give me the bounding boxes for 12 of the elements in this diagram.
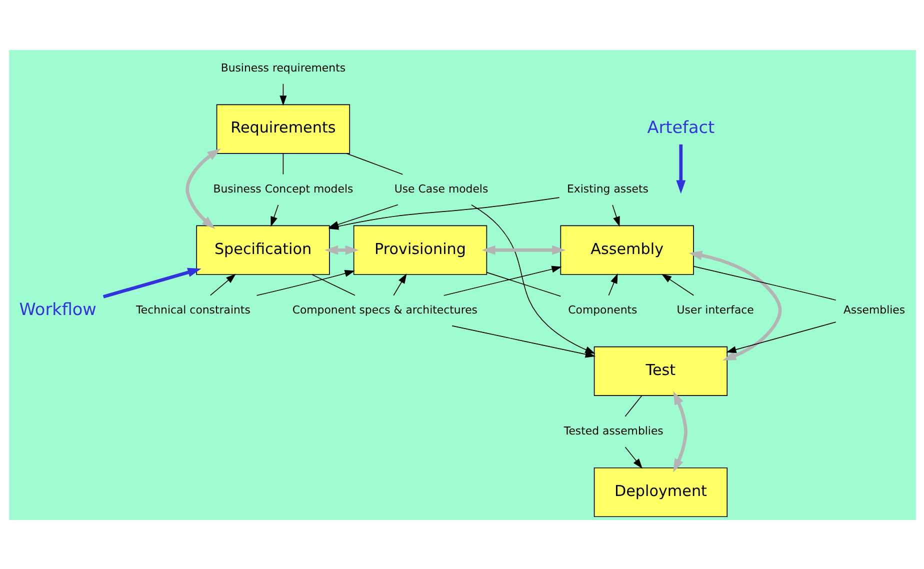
node-text: User interface — [676, 303, 754, 316]
node-text: Tested assemblies — [563, 424, 663, 438]
node-text: Assemblies — [842, 303, 905, 316]
node-text: Artefact — [646, 116, 714, 137]
node-text: Business Concept models — [212, 182, 353, 195]
node-text: Component specs & architectures — [292, 303, 478, 316]
node-text: Components — [568, 303, 637, 316]
node-text: Existing assets — [566, 182, 648, 195]
node-text: Use Case models — [394, 182, 488, 195]
node-text: Business requirements — [220, 60, 346, 74]
node-text: Technical constraints — [136, 303, 250, 316]
node-text: Workflow — [18, 298, 96, 318]
